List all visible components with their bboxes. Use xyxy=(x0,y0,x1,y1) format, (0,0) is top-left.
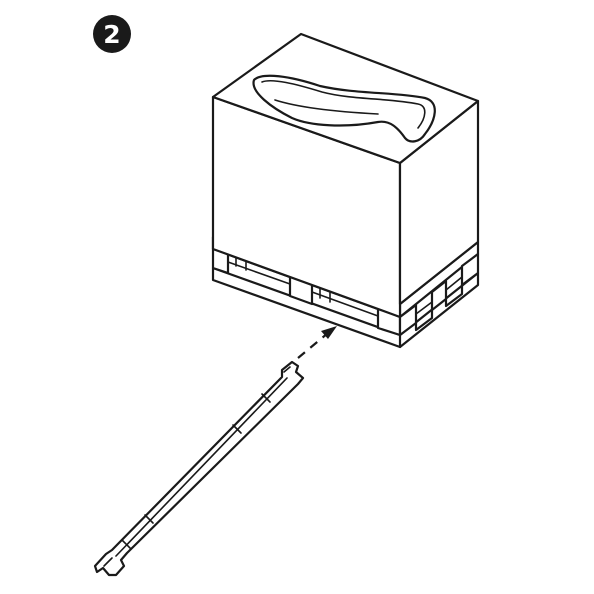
step-badge-circle xyxy=(93,15,131,53)
step-number: 2 xyxy=(103,20,120,49)
arrow-head xyxy=(321,326,337,339)
packaged-box xyxy=(211,32,480,319)
rod-part xyxy=(93,360,305,577)
insertion-guide-arrow xyxy=(297,326,337,359)
box-top-face xyxy=(211,32,480,165)
step-badge: 2 xyxy=(93,15,131,53)
product-outline xyxy=(252,74,436,143)
